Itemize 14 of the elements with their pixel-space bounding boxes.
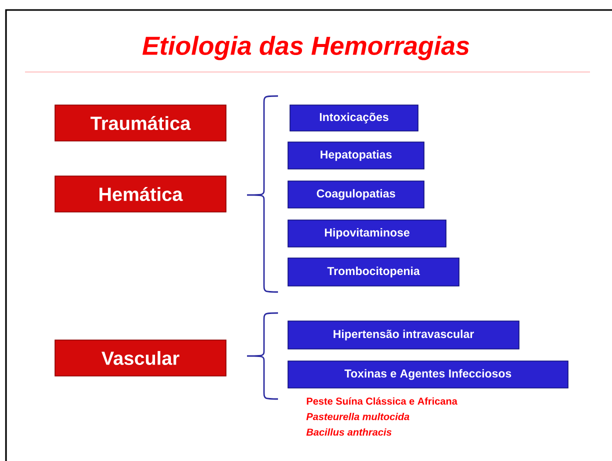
title: Etiologia das Hemorragias — [142, 36, 470, 60]
note-text: Bacillus anthracis — [306, 428, 392, 436]
note-text: Pasteurella multocida — [306, 412, 410, 420]
cause-box: Trombocitopenia — [288, 258, 460, 286]
category-box: Traumática — [54, 104, 226, 142]
cause-box: Intoxicações — [290, 104, 418, 132]
note-text: Peste Suína Clássica e Africana — [306, 397, 458, 405]
cause-box: Toxinas e Agentes Infecciosos — [288, 360, 568, 388]
cause-box: Hipovitaminose — [288, 220, 446, 248]
category-box: Vascular — [54, 340, 226, 376]
cause-box: Hepatopatias — [288, 142, 424, 170]
cause-box: Hipertensão intravascular — [288, 320, 520, 350]
cause-box: Coagulopatias — [288, 180, 424, 208]
category-box: Hemática — [54, 176, 226, 212]
